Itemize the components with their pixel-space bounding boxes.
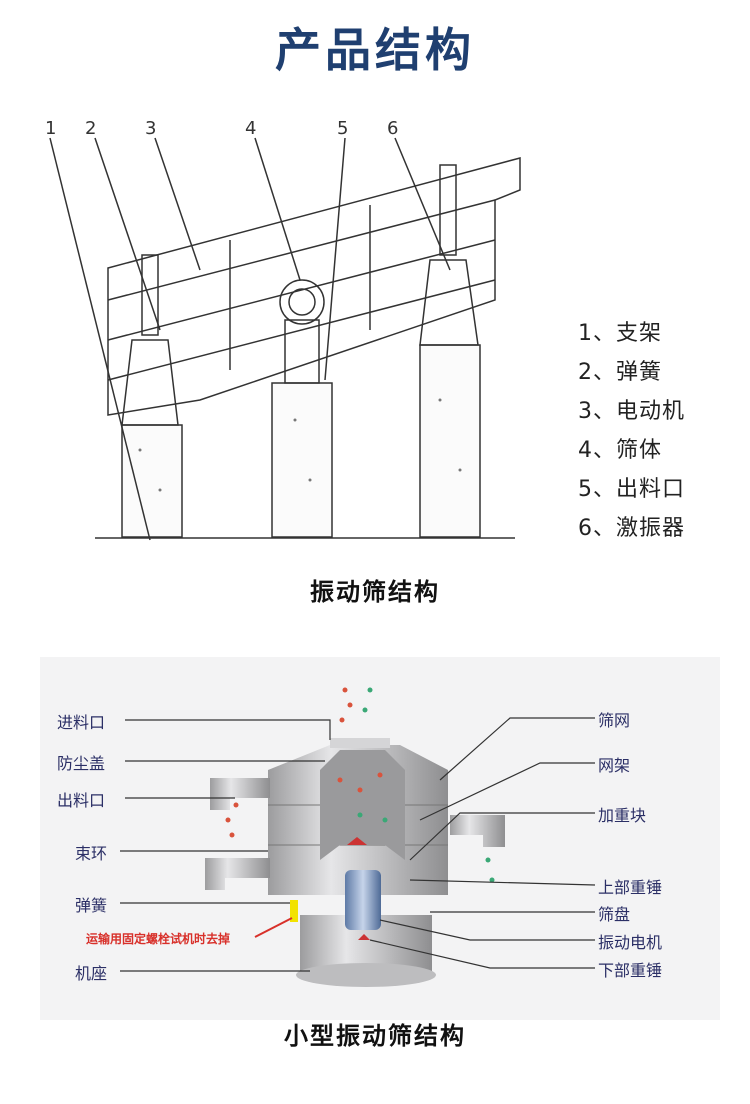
legend-item: 3、电动机 <box>578 399 685 424</box>
label-mesh-frame: 网架 <box>598 756 631 775</box>
legend-item: 5、出料口 <box>578 477 685 502</box>
bottom-caption: 小型振动筛结构 <box>284 1022 466 1050</box>
callout-2: 2 <box>85 118 97 139</box>
label-spring: 弹簧 <box>75 896 108 915</box>
callout-3: 3 <box>145 118 157 139</box>
label-base: 机座 <box>75 964 108 983</box>
label-feed-inlet: 进料口 <box>57 713 106 732</box>
callout-5: 5 <box>337 118 349 139</box>
label-outlet: 出料口 <box>57 791 106 810</box>
warning-text: 运输用固定螺栓试机时去掉 <box>86 932 231 946</box>
legend-item: 1、支架 <box>578 321 662 346</box>
label-screen-tray: 筛盘 <box>598 905 631 924</box>
callout-1: 1 <box>45 118 57 139</box>
top-caption: 振动筛结构 <box>310 578 440 606</box>
label-upper-weight: 上部重锤 <box>598 878 663 897</box>
label-lower-weight: 下部重锤 <box>598 961 663 980</box>
label-clamp-ring: 束环 <box>75 844 108 863</box>
legend-item: 6、激振器 <box>578 516 685 541</box>
legend-item: 4、筛体 <box>578 438 662 463</box>
vibrating-screen-drawing <box>49 137 521 541</box>
label-weight-block: 加重块 <box>598 806 647 825</box>
callout-numbers: 1 2 3 4 5 6 <box>45 118 425 142</box>
label-vibration-motor: 振动电机 <box>598 933 663 952</box>
label-dust-cover: 防尘盖 <box>57 754 106 773</box>
callout-4: 4 <box>245 118 257 139</box>
legend-item: 2、弹簧 <box>578 360 662 385</box>
page-title: 产品结构 <box>275 23 475 77</box>
callout-6: 6 <box>387 118 399 139</box>
label-screen-mesh: 筛网 <box>598 711 631 730</box>
